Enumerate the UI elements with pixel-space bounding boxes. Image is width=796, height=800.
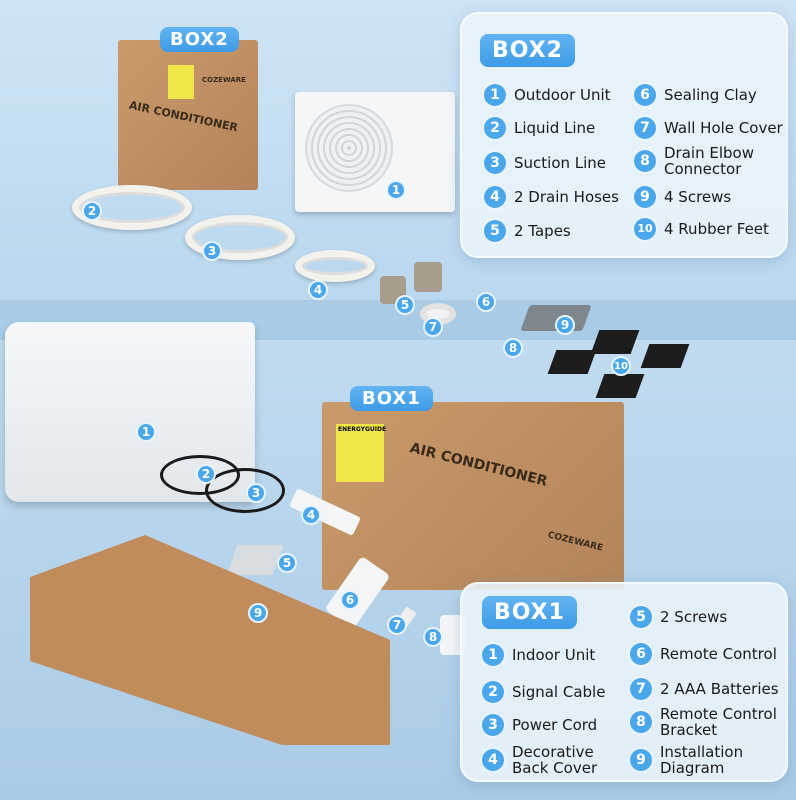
item-label: 2 Screws [660,608,728,626]
marker-box2-3: 3 [202,241,222,261]
item-label: Suction Line [514,154,607,172]
number-badge: 5 [484,220,506,242]
box2-item-9: 9 4 Screws [634,186,731,208]
box1-item-2: 2 Signal Cable [482,681,605,703]
marker-box2-5: 5 [395,295,415,315]
marker-box2-9: 9 [555,315,575,335]
marker-box1-3: 3 [246,483,266,503]
box2-item-7: 7 Wall Hole Cover [634,117,783,139]
suction-line-coil [185,215,295,260]
energy-label: ENERGYGUIDE [336,424,386,482]
marker-box1-9: 9 [248,603,268,623]
number-badge: 1 [482,644,504,666]
item-label: Wall Hole Cover [664,119,783,137]
number-badge: 2 [484,117,506,139]
marker-box2-10: 10 [611,356,631,376]
marker-box1-6: 6 [340,590,360,610]
number-badge: 8 [630,711,652,733]
box1-carton: ENERGYGUIDE AIR CONDITIONER COZEWARE [322,402,624,590]
box1-item-1: 1 Indoor Unit [482,644,595,666]
box1-item-9: 9 Installation Diagram [630,744,750,776]
box2-item-1: 1 Outdoor Unit [484,84,611,106]
item-label: 2 Tapes [514,222,571,240]
marker-box1-1: 1 [136,422,156,442]
box2-item-2: 2 Liquid Line [484,117,595,139]
box1-item-7: 7 2 AAA Batteries [630,678,779,700]
box2-item-5: 5 2 Tapes [484,220,571,242]
number-badge: 4 [482,749,504,771]
carton-title: AIR CONDITIONER [408,440,549,490]
marker-box1-7: 7 [387,615,407,635]
item-label: Signal Cable [512,683,606,701]
marker-box1-5: 5 [277,553,297,573]
power-cord [205,468,285,513]
item-label: 4 Screws [664,188,732,206]
outdoor-unit [295,92,455,212]
number-badge: 10 [634,218,656,240]
number-badge: 3 [482,714,504,736]
marker-box1-8: 8 [423,627,443,647]
item-label: Installation Diagram [660,743,744,777]
number-badge: 7 [634,117,656,139]
box2-item-4: 4 2 Drain Hoses [484,186,619,208]
box2-tag-illustration: BOX2 [160,27,239,52]
number-badge: 7 [630,678,652,700]
item-label: Power Cord [512,716,598,734]
box2-item-8: 8 Drain Elbow Connector [634,145,774,177]
item-label: Outdoor Unit [514,86,611,104]
number-badge: 6 [630,643,652,665]
number-badge: 6 [634,84,656,106]
marker-box2-8: 8 [503,338,523,358]
carton-brand: COZEWARE [546,530,604,554]
box2-item-6: 6 Sealing Clay [634,84,757,106]
energy-label [168,65,194,99]
tape-roll [414,262,442,292]
box2-contents-panel: BOX2 1 Outdoor Unit 2 Liquid Line 3 Suction… [460,12,788,258]
carton-title: AIR CONDITIONER [127,98,240,135]
marker-box1-4: 4 [301,505,321,525]
item-label: 4 Rubber Feet [664,220,769,238]
item-label: 2 AAA Batteries [660,680,779,698]
item-label: Sealing Clay [664,86,757,104]
box1-contents-panel: BOX1 1 Indoor Unit 2 Signal Cable 3 Power C… [460,582,788,782]
item-label: Liquid Line [514,119,596,137]
box1-tag-illustration: BOX1 [350,386,433,411]
fan-grille [305,104,393,192]
marker-box2-7: 7 [423,317,443,337]
box1-title: BOX1 [482,596,577,629]
marker-box2-1: 1 [386,180,406,200]
box2-title: BOX2 [480,34,575,67]
number-badge: 2 [482,681,504,703]
item-label: 2 Drain Hoses [514,188,619,206]
number-badge: 9 [634,186,656,208]
box1-item-6: 6 Remote Control [630,643,777,665]
marker-box2-2: 2 [82,201,102,221]
item-label: Decorative Back Cover [512,743,598,777]
box1-item-8: 8 Remote Control Bracket [630,706,780,738]
number-badge: 3 [484,152,506,174]
marker-box1-2: 2 [196,464,216,484]
marker-box2-6: 6 [476,292,496,312]
box1-item-3: 3 Power Cord [482,714,597,736]
item-label: Indoor Unit [512,646,596,664]
box1-item-4: 4 Decorative Back Cover [482,744,622,776]
number-badge: 8 [634,150,656,172]
drain-hose-coil [295,250,375,282]
item-label: Remote Control [660,645,777,663]
item-label: Remote Control Bracket [660,705,777,739]
item-label: Drain Elbow Connector [664,144,754,178]
liquid-line-coil [72,185,192,230]
number-badge: 4 [484,186,506,208]
marker-box2-4: 4 [308,280,328,300]
box2-carton: AIR CONDITIONER COZEWARE [118,40,258,190]
number-badge: 5 [630,606,652,628]
carton-brand: COZEWARE [202,76,246,84]
number-badge: 9 [630,749,652,771]
box1-item-5: 5 2 Screws [630,606,727,628]
box2-item-3: 3 Suction Line [484,152,606,174]
box2-item-10: 10 4 Rubber Feet [634,218,769,240]
number-badge: 1 [484,84,506,106]
